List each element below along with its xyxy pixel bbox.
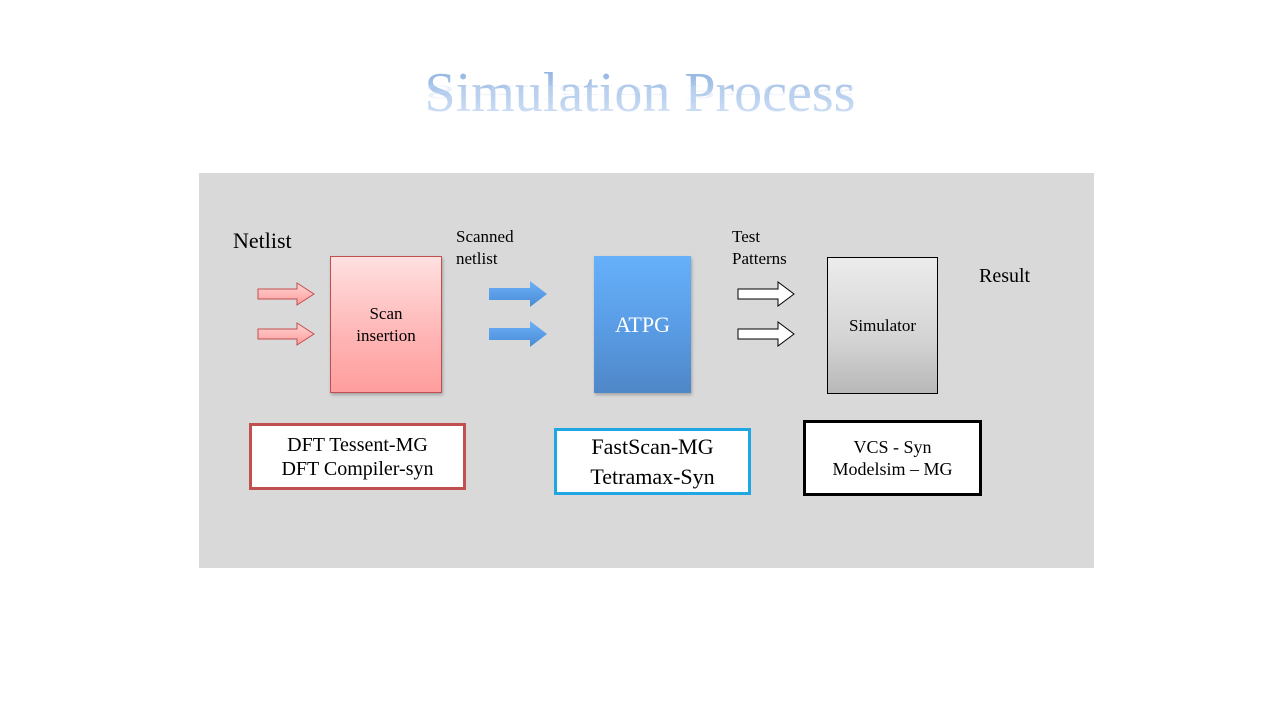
scan-insertion-label-line1: Scan	[369, 303, 403, 323]
scanned-netlist-label-line1: Scanned	[456, 227, 514, 246]
dft-tool-line2: DFT Compiler-syn	[281, 457, 434, 480]
simulator-tools-box: VCS - Syn Modelsim – MG	[803, 420, 982, 496]
patterns-arrow-2	[737, 321, 795, 347]
simulator-block: Simulator	[827, 257, 938, 394]
sim-tool-line2: Modelsim – MG	[832, 459, 953, 479]
scanned-netlist-label: Scanned netlist	[456, 226, 514, 270]
atpg-tools-box: FastScan-MG Tetramax-Syn	[554, 428, 751, 495]
scanned-arrow-1	[489, 281, 547, 307]
patterns-arrow-1	[737, 281, 795, 307]
scan-insertion-label-line2: insertion	[356, 325, 416, 345]
test-patterns-label: Test Patterns	[732, 226, 787, 270]
atpg-tool-line2: Tetramax-Syn	[590, 463, 715, 489]
scanned-netlist-label-line2: netlist	[456, 249, 498, 268]
dft-tools-box: DFT Tessent-MG DFT Compiler-syn	[249, 423, 466, 490]
diagram-panel: Netlist Scan insertion Scanned netlist A…	[199, 173, 1094, 568]
slide-title: Simulation Process	[0, 58, 1280, 128]
netlist-arrow-2	[257, 322, 315, 346]
sim-tool-line1: VCS - Syn	[853, 437, 932, 457]
test-patterns-label-line1: Test	[732, 227, 761, 246]
result-label: Result	[979, 265, 1031, 287]
netlist-label: Netlist	[233, 228, 292, 253]
atpg-tool-line1: FastScan-MG	[591, 433, 714, 459]
test-patterns-label-line2: Patterns	[732, 249, 787, 268]
atpg-block: ATPG	[594, 256, 691, 393]
scan-insertion-block: Scan insertion	[330, 256, 442, 393]
netlist-arrow-1	[257, 282, 315, 306]
dft-tool-line1: DFT Tessent-MG	[287, 433, 428, 456]
scanned-arrow-2	[489, 321, 547, 347]
